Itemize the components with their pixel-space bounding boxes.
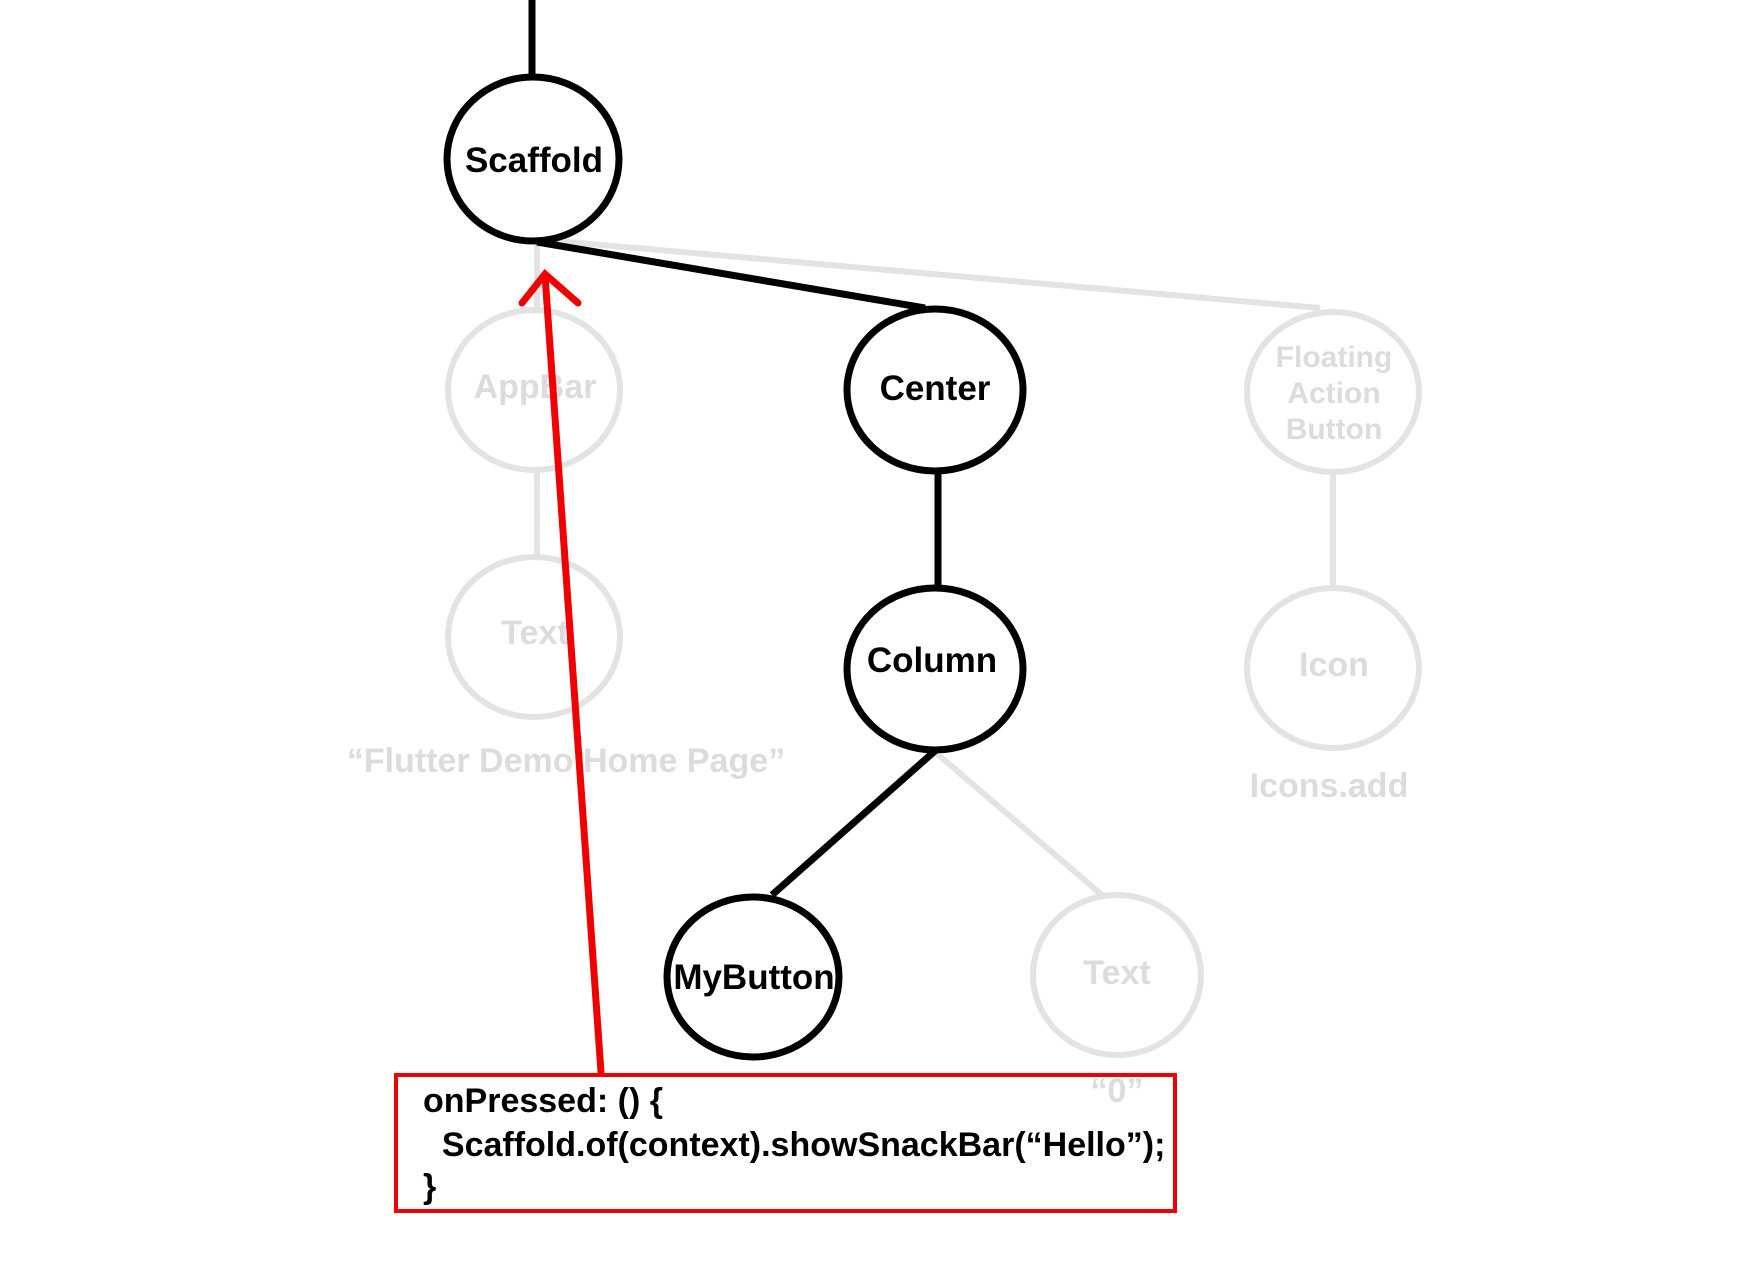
label-fab-line1: Floating xyxy=(1276,341,1393,374)
label-column-text: Text xyxy=(1083,954,1150,992)
code-line-2: Scaffold.of(context).showSnackBar(“Hello… xyxy=(423,1126,1165,1164)
label-fab-line2: Action xyxy=(1287,377,1380,410)
node-appbar xyxy=(445,307,623,473)
highlight-arrow xyxy=(518,268,605,1076)
label-icon: Icon xyxy=(1299,646,1369,684)
value-column-text: “0” xyxy=(1091,1072,1144,1110)
node-column-text xyxy=(1030,892,1204,1058)
label-column: Column xyxy=(867,641,997,680)
value-icon: Icons.add xyxy=(1250,767,1409,805)
code-box: onPressed: () { Scaffold.of(context).sho… xyxy=(394,1073,1177,1213)
label-mybutton: MyButton xyxy=(673,958,834,997)
edge-column-text xyxy=(933,749,1104,898)
label-fab-line3: Button xyxy=(1286,413,1383,446)
inactive-edges xyxy=(534,237,1336,898)
label-scaffold: Scaffold xyxy=(465,141,603,180)
code-line-1: onPressed: () { xyxy=(423,1082,663,1120)
code-box-border xyxy=(394,1073,1177,1213)
node-appbar-text xyxy=(445,554,623,720)
edge-column-mybutton xyxy=(769,747,939,898)
node-fab xyxy=(1244,309,1422,475)
label-appbar: AppBar xyxy=(474,368,597,406)
node-icon xyxy=(1244,585,1422,751)
node-center xyxy=(843,305,1027,475)
label-appbar-text: Text xyxy=(501,614,568,652)
arrow-shaft xyxy=(541,271,605,1076)
active-edges xyxy=(528,0,942,898)
node-column xyxy=(843,584,1027,754)
arrow-head xyxy=(518,268,582,307)
code-line-3: } xyxy=(423,1168,436,1206)
label-center: Center xyxy=(880,369,991,408)
inactive-nodes xyxy=(445,307,1422,1058)
node-mybutton xyxy=(663,893,843,1061)
node-scaffold xyxy=(443,73,623,245)
active-nodes xyxy=(443,73,1027,1061)
edge-scaffold-fab xyxy=(544,237,1321,311)
edge-scaffold-center xyxy=(536,238,926,312)
value-appbar-text: “Flutter Demo Home Page” xyxy=(347,742,785,780)
